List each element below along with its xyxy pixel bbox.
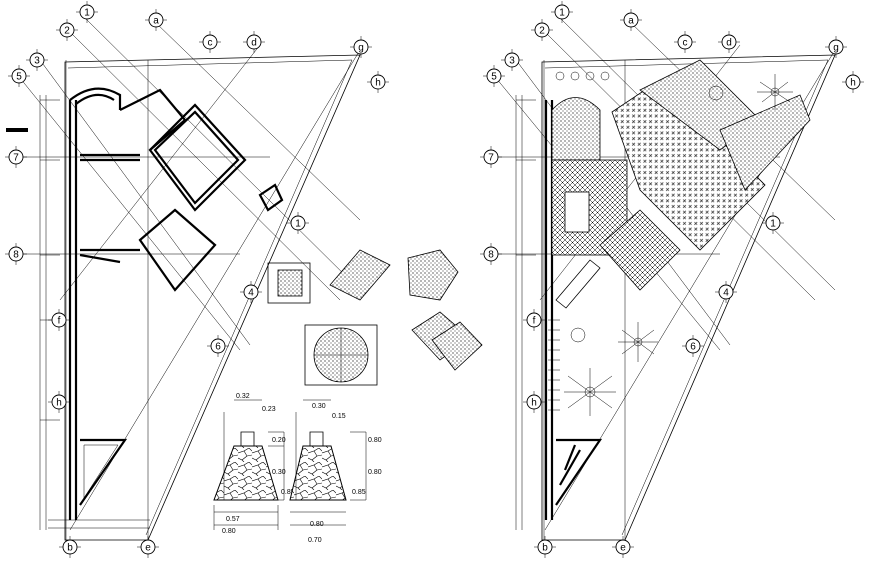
- grid-bubble-label: b: [67, 543, 73, 554]
- grid-bubble-right-gf: f: [523, 309, 545, 331]
- grid-bubble-label: h: [56, 398, 62, 409]
- grid-bubble-label: 7: [488, 153, 494, 164]
- grid-bubble-label: 2: [64, 26, 70, 37]
- footing-h1: 0.80: [368, 437, 382, 444]
- grid-bubble-left-g3: 3: [26, 49, 48, 71]
- grid-bubble-label: h: [850, 78, 856, 89]
- grid-bubble-left-g1: 1: [76, 1, 98, 23]
- grid-bubble-left-ga: a: [145, 9, 167, 31]
- grid-bubble-label: 1: [770, 219, 776, 230]
- grid-bubble-right-g3: 3: [501, 49, 523, 71]
- footing-h2: 0.30: [272, 469, 286, 476]
- footing-top-width: 0.30: [312, 403, 326, 410]
- grid-bubble-label: 7: [13, 153, 19, 164]
- footing-top-width: 0.32: [236, 393, 250, 400]
- grid-bubble-right-gc: c: [674, 31, 696, 53]
- grid-bubble-label: 4: [723, 288, 729, 299]
- grid-bubble-right-g6: 6: [682, 335, 704, 357]
- footing-base-inner: 0.57: [226, 516, 240, 523]
- grid-bubble-label: 1: [559, 8, 565, 19]
- grid-bubble-left-g8: 8: [5, 243, 27, 265]
- footing-base-outer: 0.70: [308, 537, 322, 544]
- grid-bubble-left-gg: g: [350, 36, 372, 58]
- grid-bubble-right-g1d: 1: [762, 212, 784, 234]
- grid-bubble-left-g2: 2: [56, 19, 78, 41]
- grid-bubble-label: 5: [16, 72, 22, 83]
- grid-bubble-right-g8: 8: [480, 243, 502, 265]
- grid-bubble-left-g4: 4: [240, 281, 262, 303]
- grid-bubble-label: b: [542, 543, 548, 554]
- grid-bubble-label: 5: [491, 72, 497, 83]
- footing-side-a: 0.15: [332, 413, 346, 420]
- footing-detail-right: 0.30 0.15 0.80 0.80 0.85 0.80 0.70: [289, 399, 382, 544]
- grid-bubble-right-g5: 5: [483, 65, 505, 87]
- grid-bubble-label: h: [375, 78, 381, 89]
- grid-bubble-label: 8: [13, 250, 19, 261]
- floor-plan-furnished: [495, 17, 836, 545]
- grid-bubble-right-g7: 7: [480, 146, 502, 168]
- grid-bubble-label: 6: [690, 342, 696, 353]
- grid-bubble-right-ga: a: [620, 9, 642, 31]
- grid-bubble-right-gd: d: [718, 31, 740, 53]
- grid-bubble-label: a: [153, 16, 159, 27]
- grid-bubble-label: e: [620, 543, 626, 554]
- grid-bubble-label: c: [208, 38, 213, 49]
- grid-bubble-right-g4: 4: [715, 281, 737, 303]
- grid-bubble-right-gg: g: [825, 36, 847, 58]
- grid-bubble-label: 1: [84, 8, 90, 19]
- grid-bubble-label: d: [726, 38, 732, 49]
- footing-base-inner: 0.80: [310, 521, 324, 528]
- column-details: [267, 249, 483, 386]
- footing-detail-left: 0.32 0.23 0.20 0.30 0.85 0.57 0.80: [213, 393, 295, 535]
- grid-bubble-right-gh1: h: [842, 71, 864, 93]
- grid-bubble-right-g1: 1: [551, 1, 573, 23]
- grid-bubble-label: e: [145, 543, 151, 554]
- grid-bubble-left-gb: b: [59, 536, 81, 558]
- grid-bubble-left-gc: c: [199, 31, 221, 53]
- grid-bubble-label: f: [533, 316, 536, 327]
- grid-bubble-label: 2: [539, 26, 545, 37]
- grid-bubble-left-g7: 7: [5, 146, 27, 168]
- grid-bubble-label: 6: [215, 342, 221, 353]
- grid-bubble-label: 3: [34, 56, 40, 67]
- grid-bubble-right-gh2: h: [523, 391, 545, 413]
- grid-bubbles: 1 2 a c d g 3 5 h 7 8 f h b e 1 4 6 1 2 a c d g 3 5 h 7 8 f h b e 1 4 6: [5, 1, 864, 558]
- grid-bubble-label: d: [251, 38, 257, 49]
- footing-side-a: 0.23: [262, 406, 276, 413]
- grid-bubble-label: 4: [248, 288, 254, 299]
- grid-bubble-left-g1d: 1: [287, 212, 309, 234]
- footing-h3: 0.85: [281, 489, 295, 496]
- grid-bubble-label: 8: [488, 250, 494, 261]
- grid-bubble-left-g6: 6: [207, 335, 229, 357]
- grid-bubble-left-ge: e: [137, 536, 159, 558]
- grid-bubble-right-g2: 2: [531, 19, 553, 41]
- grid-bubble-label: c: [683, 38, 688, 49]
- footing-base-outer: 0.80: [222, 528, 236, 535]
- floor-plan-structural: [6, 17, 361, 545]
- grid-bubble-label: 3: [509, 56, 515, 67]
- grid-bubble-label: 1: [295, 219, 301, 230]
- grid-bubble-label: g: [833, 43, 839, 54]
- grid-bubble-left-gd: d: [243, 31, 265, 53]
- grid-bubble-left-gh1: h: [367, 71, 389, 93]
- grid-bubble-label: f: [58, 316, 61, 327]
- grid-bubble-right-gb: b: [534, 536, 556, 558]
- grid-bubble-label: g: [358, 43, 364, 54]
- grid-bubble-right-ge: e: [612, 536, 634, 558]
- grid-bubble-left-g5: 5: [8, 65, 30, 87]
- footing-h3: 0.85: [352, 489, 366, 496]
- grid-bubble-label: h: [531, 398, 537, 409]
- tree-icon: [555, 71, 793, 416]
- footing-h1: 0.20: [272, 437, 286, 444]
- grid-bubble-left-gf: f: [48, 309, 70, 331]
- grid-bubble-label: a: [628, 16, 634, 27]
- footing-h2: 0.80: [368, 469, 382, 476]
- grid-bubble-left-gh2: h: [48, 391, 70, 413]
